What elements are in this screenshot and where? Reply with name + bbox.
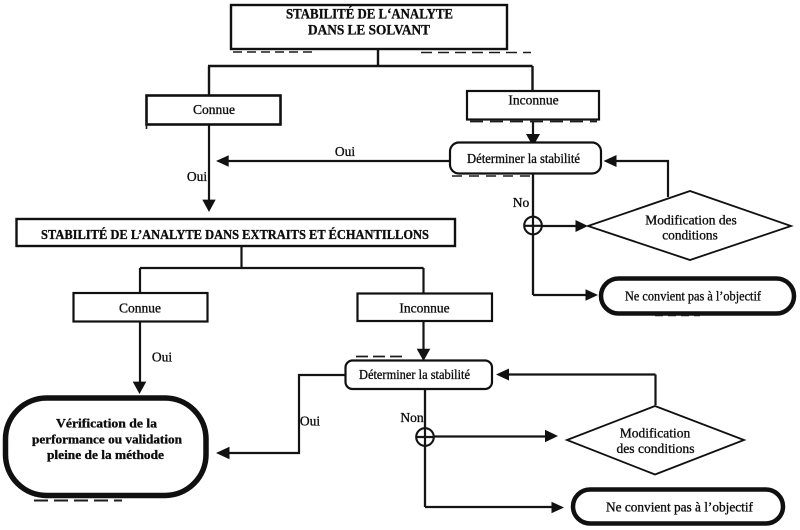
svg-text:Non: Non: [400, 410, 423, 425]
svg-text:des conditions: des conditions: [617, 441, 695, 456]
svg-text:performance ou validation: performance ou validation: [32, 432, 183, 447]
svg-text:Vérification de la: Vérification de la: [56, 416, 158, 431]
svg-text:Inconnue: Inconnue: [508, 93, 558, 108]
svg-text:Oui: Oui: [152, 350, 172, 365]
svg-text:Oui: Oui: [187, 169, 207, 184]
svg-text:DANS LE SOLVANT: DANS LE SOLVANT: [308, 23, 430, 39]
svg-text:Inconnue: Inconnue: [399, 301, 449, 316]
svg-text:Connue: Connue: [119, 301, 161, 316]
svg-text:Déterminer la stabilité: Déterminer la stabilité: [467, 151, 580, 166]
svg-text:No: No: [513, 195, 530, 210]
svg-text:Ne convient pas à l’objectif: Ne convient pas à l’objectif: [606, 500, 753, 515]
svg-text:Ne convient pas à l’objectif: Ne convient pas à l’objectif: [625, 289, 761, 304]
svg-text:Oui: Oui: [335, 144, 355, 159]
svg-text:Oui: Oui: [300, 414, 320, 429]
svg-text:Connue: Connue: [193, 102, 235, 117]
svg-text:conditions: conditions: [662, 228, 718, 243]
svg-text:STABILITÉ DE L’ANALYTE DANS EX: STABILITÉ DE L’ANALYTE DANS EXTRAITS ET …: [41, 226, 429, 242]
svg-text:Déterminer la stabilité: Déterminer la stabilité: [359, 367, 470, 382]
svg-text:STABILITÉ DE L‘ANALYTE: STABILITÉ DE L‘ANALYTE: [286, 6, 453, 23]
svg-text:Modification des: Modification des: [645, 213, 737, 228]
svg-text:Modification: Modification: [620, 426, 691, 441]
svg-text:pleine de la méthode: pleine de la méthode: [47, 447, 164, 462]
